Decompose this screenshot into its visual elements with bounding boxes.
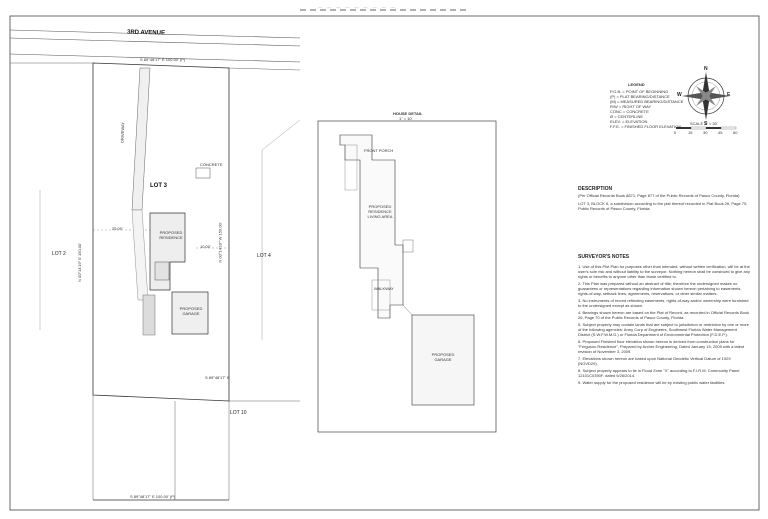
porch-label: FRONT PORCH — [364, 148, 394, 153]
legend-item: R/W = RIGHT OF WAY — [610, 104, 652, 109]
detail-garage-label: PROPOSED GARAGE — [431, 352, 455, 362]
compass-n: N — [704, 66, 708, 72]
detail-walkway — [371, 279, 391, 311]
description-heading: DESCRIPTION — [578, 186, 613, 192]
driveway — [131, 67, 151, 211]
house-detail-frame — [317, 120, 497, 433]
street-line-mid — [9, 37, 301, 47]
legend-item: (P) = PLAT BEARING/DISTANCE — [610, 94, 670, 99]
legend-item: CONC = CONCRETE — [610, 109, 649, 114]
legend-item: Ø = CENTERLINE — [610, 114, 644, 119]
note-item: 1. Use of this Plot Plan for purposes ot… — [578, 264, 750, 279]
description-block: DESCRIPTION (Per Official Records Book 8… — [578, 186, 750, 211]
setback-front: 25.00' — [112, 226, 123, 231]
sheet-border — [9, 15, 760, 511]
note-item: 4. Bearings shown hereon are based on th… — [578, 310, 750, 320]
lot4-label: LOT 4 — [257, 253, 271, 259]
lot3-label: LOT 3 — [150, 183, 168, 189]
north-bearing: S 89°48'17" E 100.00' (P) — [140, 57, 186, 62]
compass-rose — [682, 72, 730, 120]
detail-connector — [402, 304, 413, 316]
compass-e: E — [727, 92, 731, 98]
scale-tick: 0 — [674, 130, 677, 135]
shed-footprint — [195, 167, 211, 179]
legend-item: ELEV. = ELEVATION — [610, 119, 648, 124]
scale-label: SCALE 1" = 30' — [690, 121, 718, 126]
curve-line — [261, 119, 301, 151]
left-dimension: N 00°14'19" E 150.00' — [77, 242, 83, 283]
driveway-lower — [131, 209, 149, 301]
lot10-label: LOT 10 — [230, 410, 247, 416]
legend-item: P.O.B. = POINT OF BEGINNING — [610, 89, 669, 94]
note-item: 5. Subject property may contain lands th… — [578, 322, 749, 337]
house-detail-scale: 1" = 10' — [399, 116, 413, 121]
setback-side: 10.00' — [200, 244, 211, 249]
compass-w: W — [677, 92, 682, 98]
detail-residence-label: PROPOSED RESIDENCE — [368, 204, 392, 214]
surveyors-notes: SURVEYOR'S NOTES 1. Use of this Plot Pla… — [578, 254, 750, 387]
scale-tick: 45 — [718, 130, 723, 135]
right-dimension: N 00°14'19" W 150.00' — [217, 222, 223, 263]
note-item: 8. Subject property appears to lie in Fl… — [578, 368, 740, 378]
scale-tick: 60 — [733, 130, 738, 135]
detail-room — [344, 144, 358, 191]
lot4-line — [228, 67, 301, 71]
legend-title: LEGEND — [628, 82, 645, 87]
description-source: (Per Official Records Book 8871, Page 87… — [578, 193, 740, 198]
legend-item: (M) = MEASURED BEARING/DISTANCE — [610, 99, 684, 104]
scale-bar — [676, 126, 737, 130]
title-block-text: — — — — — — — — — — [318, 4, 397, 9]
note-item: 2. This Plan was prepared without an abs… — [578, 281, 742, 296]
note-item: 7. Elevations shown hereon are based upo… — [578, 356, 731, 366]
concrete-pad — [142, 294, 156, 336]
concrete-label: CONCRETE — [200, 162, 223, 167]
mid-bearing: S 89°48'17" E — [205, 375, 230, 380]
south-bearing: S 89°48'17" E 100.00' (P) — [130, 494, 176, 499]
scale-tick: 30 — [703, 130, 708, 135]
compass-s: S — [704, 121, 708, 127]
street-name: 3RD AVENUE — [126, 29, 166, 37]
detail-garage — [411, 314, 475, 406]
house-detail-title: HOUSE DETAIL — [393, 111, 423, 116]
street-line-bottom — [9, 53, 301, 63]
description-legal: LOT 3, BLOCK 6, a subdivision according … — [578, 201, 748, 211]
legend-list: P.O.B. = POINT OF BEGINNING (P) = PLAT B… — [610, 89, 683, 129]
scale-tick: 15 — [688, 130, 693, 135]
garage-footprint — [171, 291, 209, 335]
notes-heading: SURVEYOR'S NOTES — [578, 254, 630, 260]
residence-label: PROPOSED RESIDENCE — [159, 230, 183, 240]
walkway-label: WALKWAY — [374, 286, 394, 291]
street-line-top — [9, 29, 301, 39]
lot2-label: LOT 2 — [52, 251, 66, 257]
note-item: 3. No instruments of record reflecting e… — [578, 298, 749, 308]
detail-residence-sub: LIVING AREA — [367, 214, 393, 219]
garage-label: PROPOSED GARAGE — [179, 306, 203, 316]
legend-item: F.F.E. = FINISHED FLOOR ELEVATION — [610, 124, 682, 129]
note-item: 9. Water supply for the proposed residen… — [578, 380, 726, 385]
note-item: 6. Proposed Finished floor elevation sho… — [578, 339, 745, 354]
driveway-label: DRIVEWAY — [119, 121, 126, 144]
residence-wing — [154, 261, 170, 281]
detail-step — [402, 239, 414, 253]
